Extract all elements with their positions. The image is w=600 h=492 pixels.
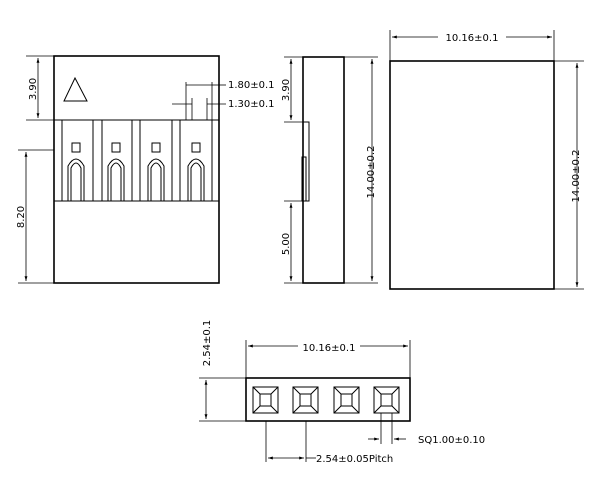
pitch-label: 2.54±0.05Pitch (316, 454, 393, 465)
back-height-label: 14.00±0.2 (571, 150, 582, 203)
contact-4 (187, 142, 205, 201)
side-left-dims (284, 56, 303, 284)
bottom-pitch-dims (265, 421, 316, 462)
bottom-square-dims (368, 413, 406, 444)
side-total-height-label: 14.00±0.2 (366, 146, 377, 199)
bottom-pin-squares (252, 386, 400, 414)
back-right-dims (554, 60, 584, 290)
side-latch (301, 156, 307, 202)
bottom-body-outline (245, 377, 411, 422)
slot-width-label: 1.80±0.1 (228, 80, 275, 91)
front-top-height-label: 3.90 (28, 78, 39, 100)
front-left-dims (18, 55, 54, 284)
back-width-label: 10.16±0.1 (446, 33, 499, 44)
pin1-triangle-icon (63, 76, 88, 102)
back-width-label-bg (438, 30, 506, 43)
back-view: 10.16±0.1 14.00±0.2 (389, 30, 584, 290)
side-lower-height-label: 5.00 (281, 233, 292, 255)
front-body-outline (53, 55, 220, 284)
side-top-height-label: 3.90 (281, 79, 292, 101)
pin-width-label: 1.30±0.1 (228, 99, 275, 110)
contact-1 (67, 142, 85, 201)
contact-3 (147, 142, 165, 201)
front-view: 3.90 8.20 1.80±0.1 1.30±0.1 (16, 55, 275, 284)
bottom-left-dims (199, 377, 246, 422)
back-body-outline (389, 60, 555, 290)
square-size-label: SQ1.00±0.10 (418, 435, 485, 446)
front-top-dims (172, 82, 226, 120)
bottom-width-label: 10.16±0.1 (303, 343, 356, 354)
pin-square-3 (333, 386, 360, 414)
front-contacts (67, 142, 205, 201)
bottom-view: 10.16±0.1 2.54±0.1 2.54±0.05Pitch SQ1.00… (199, 320, 485, 465)
side-view: 3.90 5.00 14.00±0.2 (281, 56, 378, 284)
pin-square-1 (252, 386, 279, 414)
side-body-outline (302, 56, 345, 284)
pin-square-4 (373, 386, 400, 414)
front-total-height-label: 8.20 (16, 206, 27, 228)
contact-2 (107, 142, 125, 201)
bottom-width-label-bg (298, 340, 360, 353)
bottom-height-label: 2.54±0.1 (202, 320, 213, 367)
side-right-dims (344, 56, 378, 284)
front-slots (61, 120, 213, 201)
pin-square-2 (292, 386, 319, 414)
